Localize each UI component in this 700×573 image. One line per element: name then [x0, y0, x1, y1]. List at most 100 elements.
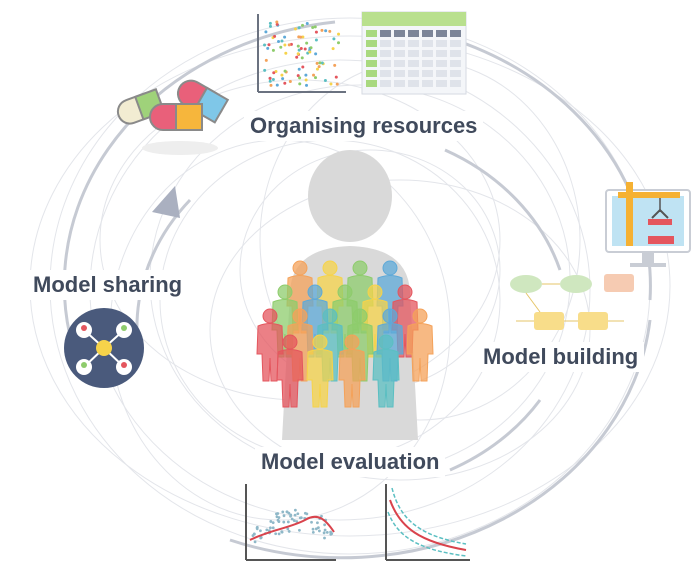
scatter-dot — [273, 34, 277, 38]
scatter-dot — [288, 80, 292, 84]
scatter-dot — [333, 63, 337, 67]
scatter-dot — [268, 24, 272, 28]
scatter-dot — [305, 41, 309, 45]
sheet-cell — [408, 70, 419, 77]
scatter-dot — [314, 30, 318, 34]
fit-plot-dot — [259, 529, 262, 533]
scatter-dot — [296, 52, 300, 56]
capsules-icon — [116, 79, 230, 155]
fit-plot-dot — [276, 512, 280, 515]
scatter-dot — [313, 25, 317, 29]
fit-plot-dot — [287, 530, 291, 533]
sheet-cell — [380, 70, 391, 77]
sheet-cell — [436, 50, 447, 57]
scatter-dot — [305, 83, 309, 87]
sheet-cell — [366, 80, 377, 87]
scatter-dot — [318, 61, 322, 65]
sheet-cell — [450, 40, 461, 47]
sheet-cell — [408, 50, 419, 57]
fit-plot-dot — [322, 531, 326, 535]
scatter-dot — [281, 77, 285, 81]
person-figure — [338, 334, 366, 408]
fit-plot-dot — [323, 528, 327, 532]
sheet-cell — [366, 50, 377, 57]
sheet-cell — [422, 40, 433, 47]
scatter-plot-icon — [257, 14, 346, 93]
stage-label-model-evaluation: Model evaluation — [255, 447, 446, 477]
sheet-cell — [408, 30, 419, 37]
fit-plot-dot — [259, 535, 263, 539]
scatter-dot — [312, 73, 316, 77]
sheet-cell — [422, 30, 433, 37]
sheet-cell — [394, 40, 405, 47]
fit-plot-dot — [325, 530, 329, 534]
scatter-dot — [298, 76, 302, 80]
scatter-dot — [268, 76, 272, 80]
fit-plot-dot — [329, 530, 332, 534]
fit-plot-dot — [323, 523, 327, 527]
scatter-dot — [274, 69, 278, 73]
scatter-dot — [296, 44, 300, 48]
scatter-dot — [271, 48, 275, 52]
population-figures-icon — [256, 260, 434, 408]
scatter-dot — [283, 35, 287, 39]
scatter-dot — [293, 27, 297, 31]
fit-plot-dot — [287, 511, 291, 515]
scatter-dot — [337, 41, 341, 45]
fit-plot-dot — [253, 540, 257, 544]
scatter-dot — [308, 50, 312, 54]
scatter-dot — [279, 45, 283, 49]
fit-plot-dot — [292, 519, 296, 523]
scatter-dot — [314, 38, 318, 42]
sheet-cell — [436, 80, 447, 87]
scatter-dot — [296, 74, 300, 78]
fit-plot-dot — [329, 532, 333, 536]
sheet-cell — [380, 80, 391, 87]
sheet-cell — [394, 50, 405, 57]
fit-plot-dot — [252, 532, 256, 536]
fit-plot-dot — [282, 520, 286, 524]
scatter-dot — [314, 76, 318, 80]
scatter-dot — [332, 37, 336, 41]
scatter-dot — [263, 68, 267, 72]
scatter-dot — [269, 83, 273, 87]
fit-plot-dot — [276, 518, 280, 522]
fit-plot-dot — [293, 508, 297, 512]
sheet-cell — [450, 60, 461, 67]
fit-plot-dot — [282, 514, 286, 518]
fit-plot-dot — [311, 531, 315, 534]
scatter-dot — [266, 46, 270, 50]
scatter-dot — [283, 69, 287, 73]
scatter-dot — [268, 79, 272, 83]
scatter-dot — [331, 47, 335, 51]
fit-plot-dot — [317, 526, 320, 530]
monitor-crane-icon — [605, 182, 691, 267]
fit-plot-dot — [305, 512, 309, 516]
fit-plot-dot — [280, 530, 284, 534]
scatter-dot — [304, 78, 308, 82]
sheet-cell — [366, 60, 377, 67]
sheet-cell — [436, 70, 447, 77]
sheet-cell — [380, 40, 391, 47]
fit-plot-dot — [290, 517, 294, 521]
fit-plot-dot — [314, 527, 318, 531]
fit-plot-dot — [271, 526, 275, 530]
sheet-cell — [450, 70, 461, 77]
scatter-dot — [272, 71, 276, 75]
fit-plot-dot — [265, 528, 269, 532]
scatter-dot — [275, 83, 279, 87]
fit-plot-dot — [289, 514, 292, 518]
scatter-dot — [277, 39, 281, 43]
scatter-dot — [320, 28, 324, 32]
scatter-dot — [320, 61, 324, 65]
scatter-dot — [300, 56, 304, 60]
scatter-dot — [298, 82, 302, 86]
scatter-dot — [301, 23, 305, 27]
sheet-cell — [436, 30, 447, 37]
sheet-cell — [366, 30, 377, 37]
scatter-dot — [334, 75, 338, 79]
fit-plot-dot — [275, 515, 279, 519]
sheet-cell — [394, 70, 405, 77]
sheet-cell — [422, 50, 433, 57]
scatter-dot — [317, 65, 321, 69]
